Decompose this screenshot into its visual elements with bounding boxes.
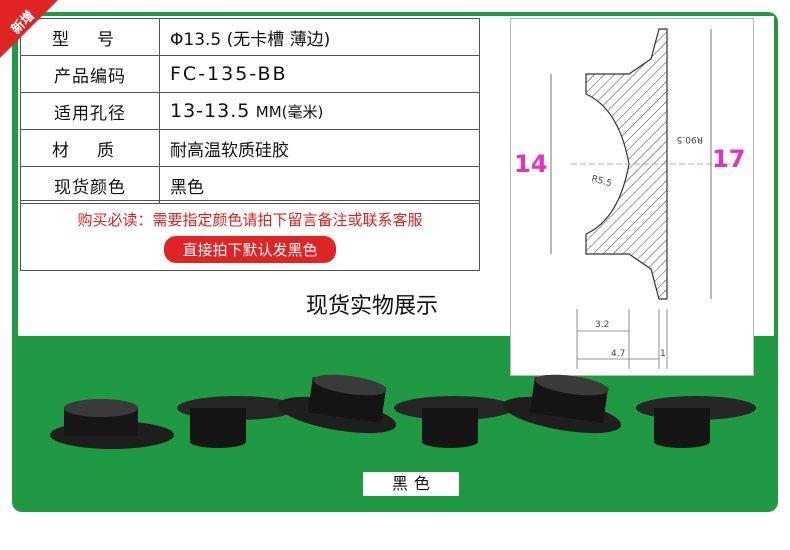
spec-value-model: Φ13.5 (无卡槽 薄边) <box>159 18 480 56</box>
product-photo <box>50 374 756 449</box>
spec-key-model: 型号 <box>20 18 160 56</box>
default-color-pill: 直接拍下默认发黑色 <box>164 236 336 263</box>
cross-section-drawing: 3.2 4.7 1 R5.5 R90.5 <box>510 18 754 376</box>
height-label-left: 14 <box>514 150 548 178</box>
plug-4 <box>394 396 514 448</box>
spec-key-material: 材质 <box>20 129 160 167</box>
plug-5 <box>502 374 622 434</box>
cross-section-svg: 3.2 4.7 1 R5.5 R90.5 <box>550 28 741 369</box>
hole-unit: MM(毫米) <box>255 103 324 121</box>
dim-bottom-3: 1 <box>660 349 666 359</box>
part-profile <box>585 28 668 300</box>
purchase-notice-box: 购买必读：需要指定颜色请拍下留言备注或联系客服 直接拍下默认发黑色 <box>20 200 480 271</box>
radius-small-label: R5.5 <box>590 174 612 189</box>
spec-value-color: 黑色 <box>159 166 480 204</box>
badge-corner-icon <box>0 0 58 58</box>
height-label-right: 17 <box>712 145 746 173</box>
spec-table: 型号 Φ13.5 (无卡槽 薄边) 产品编码 FC-135-BB 适用孔径 13… <box>20 18 480 204</box>
photo-color-label: 黑色 <box>363 472 459 496</box>
spec-value-code: FC-135-BB <box>159 55 480 93</box>
hole-range: 13-13.5 <box>170 100 251 122</box>
plug-1 <box>50 399 174 449</box>
dim-bottom-2: 4.7 <box>611 349 625 359</box>
table-row: 适用孔径 13-13.5 MM(毫米) <box>20 92 480 130</box>
spec-key-color: 现货颜色 <box>20 166 160 204</box>
plug-3 <box>277 374 397 434</box>
table-row: 材质 耐高温软质硅胶 <box>20 129 480 167</box>
purchase-notice: 购买必读：需要指定颜色请拍下留言备注或联系客服 <box>77 211 423 229</box>
spec-key-code: 产品编码 <box>20 55 160 93</box>
spec-key-hole: 适用孔径 <box>20 92 160 130</box>
showcase-title: 现货实物展示 <box>306 294 439 319</box>
spec-value-hole: 13-13.5 MM(毫米) <box>159 92 480 130</box>
radius-large-label: R90.5 <box>677 134 703 144</box>
plug-6 <box>636 396 756 448</box>
spec-value-material: 耐高温软质硅胶 <box>159 129 480 167</box>
new-badge: 新增 <box>0 0 58 58</box>
plug-2 <box>177 396 297 448</box>
table-row: 现货颜色 黑色 <box>20 166 480 204</box>
dim-bottom-1: 3.2 <box>595 320 609 330</box>
table-row: 产品编码 FC-135-BB <box>20 55 480 93</box>
table-row: 型号 Φ13.5 (无卡槽 薄边) <box>20 18 480 56</box>
